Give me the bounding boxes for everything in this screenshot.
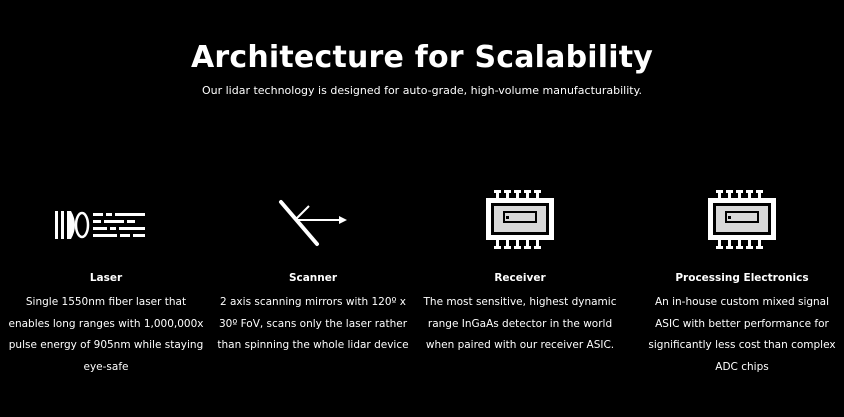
feature-description: 2 axis scanning mirrors with 120º x 30º … — [217, 296, 409, 351]
scanner-icon — [213, 190, 413, 260]
section-title: Architecture for Scalability — [190, 40, 654, 75]
laser-icon — [6, 190, 206, 260]
feature-processing-electronics: Processing Electronics An in-house custo… — [642, 190, 842, 373]
feature-scanner: Scanner 2 axis scanning mirrors with 120… — [213, 190, 413, 351]
feature-title: Receiver — [494, 272, 546, 284]
chip-icon — [642, 190, 842, 260]
feature-description: Single 1550nm fiber laser that enables l… — [8, 296, 204, 373]
chip-icon — [420, 190, 620, 260]
feature-receiver: Receiver The most sensitive, highest dyn… — [420, 190, 620, 351]
feature-description: The most sensitive, highest dynamic rang… — [423, 296, 617, 351]
feature-description: An in-house custom mixed signal ASIC wit… — [648, 296, 836, 373]
feature-laser: Laser Single 1550nm fiber laser that ena… — [6, 190, 206, 373]
feature-title: Processing Electronics — [675, 272, 809, 284]
feature-title: Laser — [89, 272, 123, 284]
feature-title: Scanner — [288, 272, 338, 284]
section-subtitle: Our lidar technology is designed for aut… — [201, 84, 643, 97]
